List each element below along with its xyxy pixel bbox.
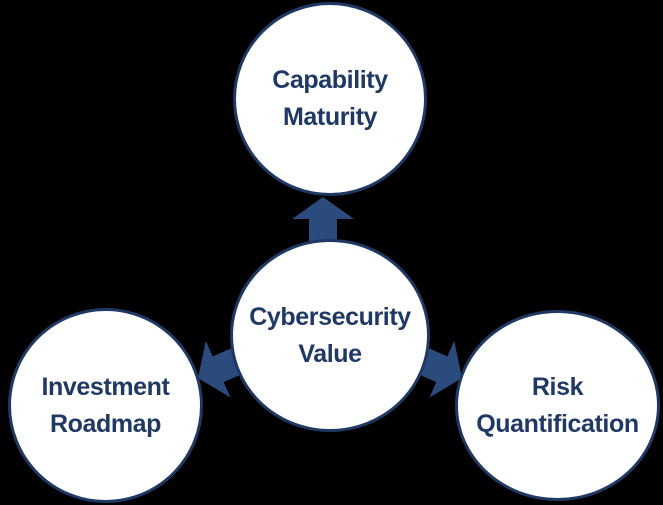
node-capability-maturity: Capability Maturity bbox=[233, 2, 427, 196]
node-label-line: Capability bbox=[272, 66, 388, 94]
node-label-line: Maturity bbox=[282, 103, 378, 131]
node-label-line: Roadmap bbox=[49, 409, 162, 438]
node-investment-roadmap: Investment Roadmap bbox=[8, 308, 203, 503]
node-label-line: Investment bbox=[41, 372, 170, 401]
node-cybersecurity-value: Cybersecurity Value bbox=[230, 239, 430, 432]
node-label-line: Risk bbox=[531, 372, 584, 401]
up-arrow bbox=[292, 197, 354, 275]
node-label-line: Cybersecurity bbox=[249, 302, 411, 331]
node-label-line: Quantification bbox=[476, 409, 639, 438]
node-risk-quantification: Risk Quantification bbox=[455, 310, 660, 501]
node-label-line: Value bbox=[298, 339, 362, 368]
